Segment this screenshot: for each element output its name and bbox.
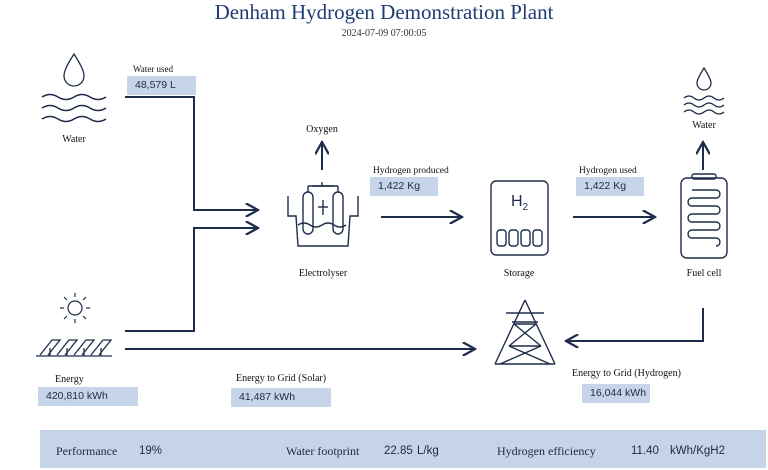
energy-value: 420,810 kWh bbox=[38, 387, 138, 406]
page-title: Denham Hydrogen Demonstration Plant bbox=[214, 0, 554, 24]
h2-symbol: H2 bbox=[510, 193, 529, 214]
fuel-cell-label: Fuel cell bbox=[686, 268, 722, 279]
water-drop-icon bbox=[696, 66, 712, 91]
energy-to-grid-solar-value: 41,487 kWh bbox=[231, 388, 331, 407]
oxygen-label: Oxygen bbox=[306, 124, 338, 135]
electrolyser-label: Electrolyser bbox=[298, 268, 348, 279]
water-used-label: Water used bbox=[133, 64, 174, 74]
water-footprint-value: 22.85 bbox=[384, 445, 413, 457]
storage-label: Storage bbox=[503, 268, 535, 279]
water-flow-line bbox=[125, 96, 258, 210]
energy-to-grid-solar-label: Energy to Grid (Solar) bbox=[236, 373, 327, 384]
waves-icon bbox=[41, 93, 107, 123]
waves-icon bbox=[683, 95, 725, 115]
transmission-tower-icon bbox=[494, 299, 556, 365]
hydrogen-efficiency-label: Hydrogen efficiency bbox=[497, 444, 596, 458]
water-drop-icon bbox=[63, 52, 85, 87]
solar-panel-icon bbox=[36, 339, 113, 357]
hydrogen-efficiency-value: 11.40 bbox=[631, 445, 659, 457]
performance-label: Performance bbox=[56, 444, 118, 458]
fuel-cell-to-grid-line bbox=[566, 308, 704, 341]
water-footprint-unit: L/kg bbox=[417, 445, 439, 457]
water-in-label: Water bbox=[62, 134, 86, 145]
water-used-value: 48,579 L bbox=[127, 76, 196, 95]
performance-value: 19% bbox=[139, 445, 163, 457]
water-out-label: Water bbox=[692, 120, 716, 131]
electrolyser-icon bbox=[287, 182, 359, 247]
timestamp: 2024-07-09 07:00:05 bbox=[341, 28, 427, 39]
hydrogen-produced-value: 1,422 Kg bbox=[370, 177, 438, 196]
energy-to-grid-hydrogen-value: 16,044 kWh bbox=[582, 384, 650, 403]
hydrogen-produced-label: Hydrogen produced bbox=[373, 166, 449, 176]
energy-to-electrolyser-line bbox=[125, 228, 258, 332]
energy-label: Energy bbox=[55, 374, 84, 385]
summary-bar: Performance 19% Water footprint 22.85 L/… bbox=[40, 430, 766, 468]
sun-icon bbox=[60, 293, 90, 323]
hydrogen-used-value: 1,422 Kg bbox=[576, 177, 644, 196]
hydrogen-efficiency-unit: kWh/KgH2 bbox=[670, 445, 725, 457]
fuel-cell-icon bbox=[680, 173, 728, 259]
energy-to-grid-hydrogen-label: Energy to Grid (Hydrogen) bbox=[572, 368, 681, 379]
storage-tank-icon bbox=[490, 180, 549, 256]
water-footprint-label: Water footprint bbox=[286, 444, 360, 458]
hydrogen-used-label: Hydrogen used bbox=[579, 166, 637, 176]
